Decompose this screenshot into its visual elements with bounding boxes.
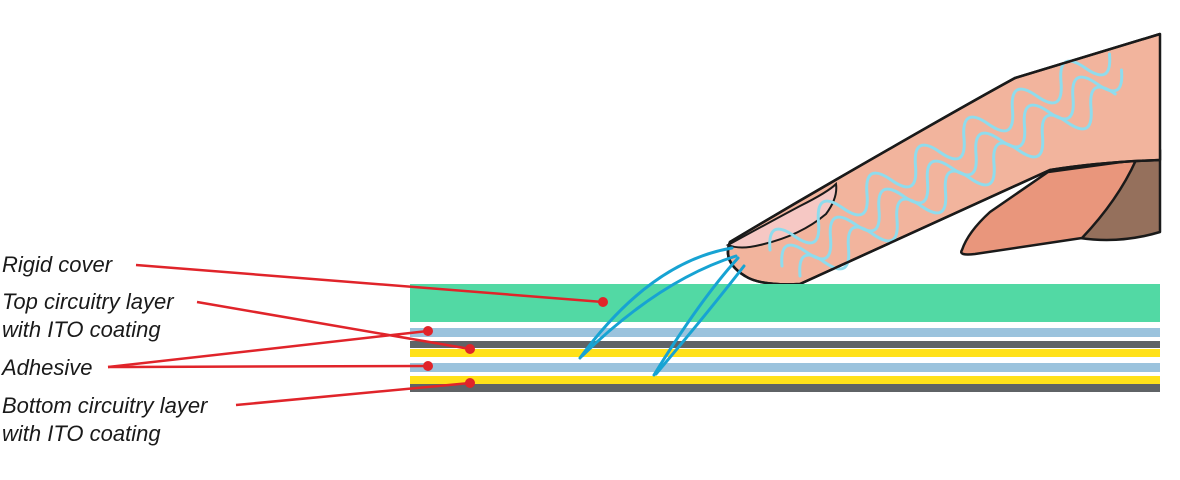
label-bottom-layer-line1: Bottom circuitry layer — [2, 393, 209, 418]
leader-dots — [423, 297, 608, 388]
index-finger-outline — [726, 32, 1161, 286]
top-circuitry-dark — [410, 341, 1160, 348]
label-bottom-layer-line2: with ITO coating — [2, 421, 161, 446]
bottom-ito-coating — [410, 376, 1160, 384]
adhesive-layer-bottom — [410, 363, 1160, 372]
top-layer-dot — [465, 344, 475, 354]
label-top-layer-line2: with ITO coating — [2, 317, 161, 342]
top-ito-coating — [410, 349, 1160, 357]
label-rigid-cover: Rigid cover — [2, 252, 114, 277]
rigid-cover-dot — [598, 297, 608, 307]
adhesive-dot-top — [423, 326, 433, 336]
bottom-layer-dot — [465, 378, 475, 388]
adhesive-layer-top — [410, 328, 1160, 337]
rigid-cover-layer — [410, 284, 1160, 322]
fingernail — [725, 181, 838, 249]
second-finger — [960, 158, 1138, 256]
adhesive-dot-bottom — [423, 361, 433, 371]
electric-field-lines — [578, 246, 746, 377]
leader-lines — [107, 263, 604, 407]
bottom-circuitry-dark — [410, 384, 1160, 392]
label-adhesive: Adhesive — [0, 355, 93, 380]
finger-field-lines — [768, 52, 1124, 278]
label-top-layer-line1: Top circuitry layer — [2, 289, 175, 314]
